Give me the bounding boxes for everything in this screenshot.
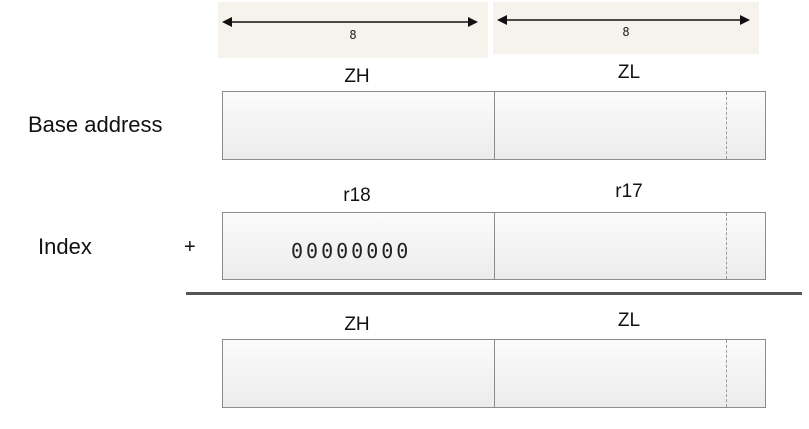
byte-divider xyxy=(494,92,495,159)
high-byte-value: 00000000 xyxy=(291,239,412,263)
base-low-register-name: ZL xyxy=(617,62,641,83)
result-high-register-name: ZH xyxy=(344,314,370,335)
index-low-register-name: r17 xyxy=(615,181,643,202)
index-label: Index xyxy=(38,234,92,259)
base-register-pair xyxy=(222,91,766,160)
byte-divider xyxy=(494,340,495,407)
result-low-register-name: ZL xyxy=(617,310,641,331)
base-address-label: Base address xyxy=(28,112,163,137)
byte-divider xyxy=(494,213,495,279)
double-arrow-icon xyxy=(222,17,478,27)
base-high-register-name: ZH xyxy=(344,66,370,87)
sum-line xyxy=(186,292,802,295)
bit-divider xyxy=(726,92,727,159)
low-byte-width-marker: 8 xyxy=(493,2,759,54)
index-high-register-name: r18 xyxy=(343,185,371,206)
index-register-pair: 00000000 xyxy=(222,212,766,280)
plus-operator: + xyxy=(184,236,196,258)
result-register-pair xyxy=(222,339,766,408)
double-arrow-icon xyxy=(497,15,750,25)
low-byte-width-label: 8 xyxy=(622,25,630,39)
bit-divider xyxy=(726,340,727,407)
high-byte-width-marker: 8 xyxy=(218,2,488,58)
bit-divider xyxy=(726,213,727,279)
high-byte-width-label: 8 xyxy=(349,28,357,42)
